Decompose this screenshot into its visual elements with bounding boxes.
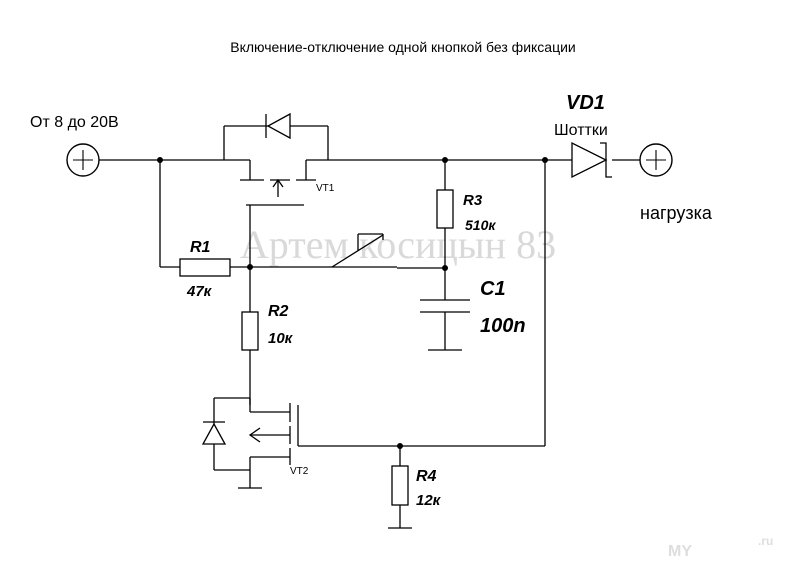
vt2-label: VT2 xyxy=(290,466,309,477)
r1-name: R1 xyxy=(190,239,211,256)
r4-value: 12к xyxy=(416,492,442,509)
site-mark: MY xyxy=(668,543,692,560)
c1-name: C1 xyxy=(480,278,506,300)
junction-input-node xyxy=(157,157,163,163)
diagram-title: Включение-отключение одной кнопкой без ф… xyxy=(230,39,576,55)
r3-name: R3 xyxy=(463,192,483,209)
r1-resistor xyxy=(179,258,231,277)
input-voltage-label: От 8 до 20В xyxy=(30,114,119,131)
r3-value: 510к xyxy=(465,217,496,233)
vt1-body-diode xyxy=(265,112,291,140)
site-mark-suffix: .ru xyxy=(758,534,773,548)
output-terminal xyxy=(639,143,673,177)
top-rail-wires xyxy=(99,125,640,268)
r1-value: 47к xyxy=(186,283,213,300)
vt1-transistor xyxy=(230,159,316,267)
r2-resistor xyxy=(241,311,259,351)
junction-r3-top xyxy=(442,157,448,163)
output-load-label: нагрузка xyxy=(640,203,713,223)
vt2-transistor xyxy=(201,397,545,489)
r3-resistor xyxy=(436,189,454,229)
r2-value: 10к xyxy=(268,330,294,347)
input-terminal xyxy=(66,143,100,177)
junction-output-node xyxy=(542,157,548,163)
r2-name: R2 xyxy=(268,303,289,320)
r4-resistor xyxy=(391,465,409,506)
watermark: Артем косицын 83 xyxy=(240,222,556,267)
vd1-name: VD1 xyxy=(566,92,605,114)
vt1-label: VT1 xyxy=(316,183,335,194)
push-button xyxy=(250,233,397,268)
r4-name: R4 xyxy=(416,468,437,485)
r4-wires xyxy=(388,446,412,529)
c1-value: 100n xyxy=(480,315,526,337)
junction-r3-c1 xyxy=(442,265,448,271)
vd1-schottky-diode xyxy=(571,141,612,179)
c1-capacitor xyxy=(420,299,470,313)
r3-c1-branch-wires xyxy=(397,160,462,351)
vd1-type: Шоттки xyxy=(554,122,608,139)
